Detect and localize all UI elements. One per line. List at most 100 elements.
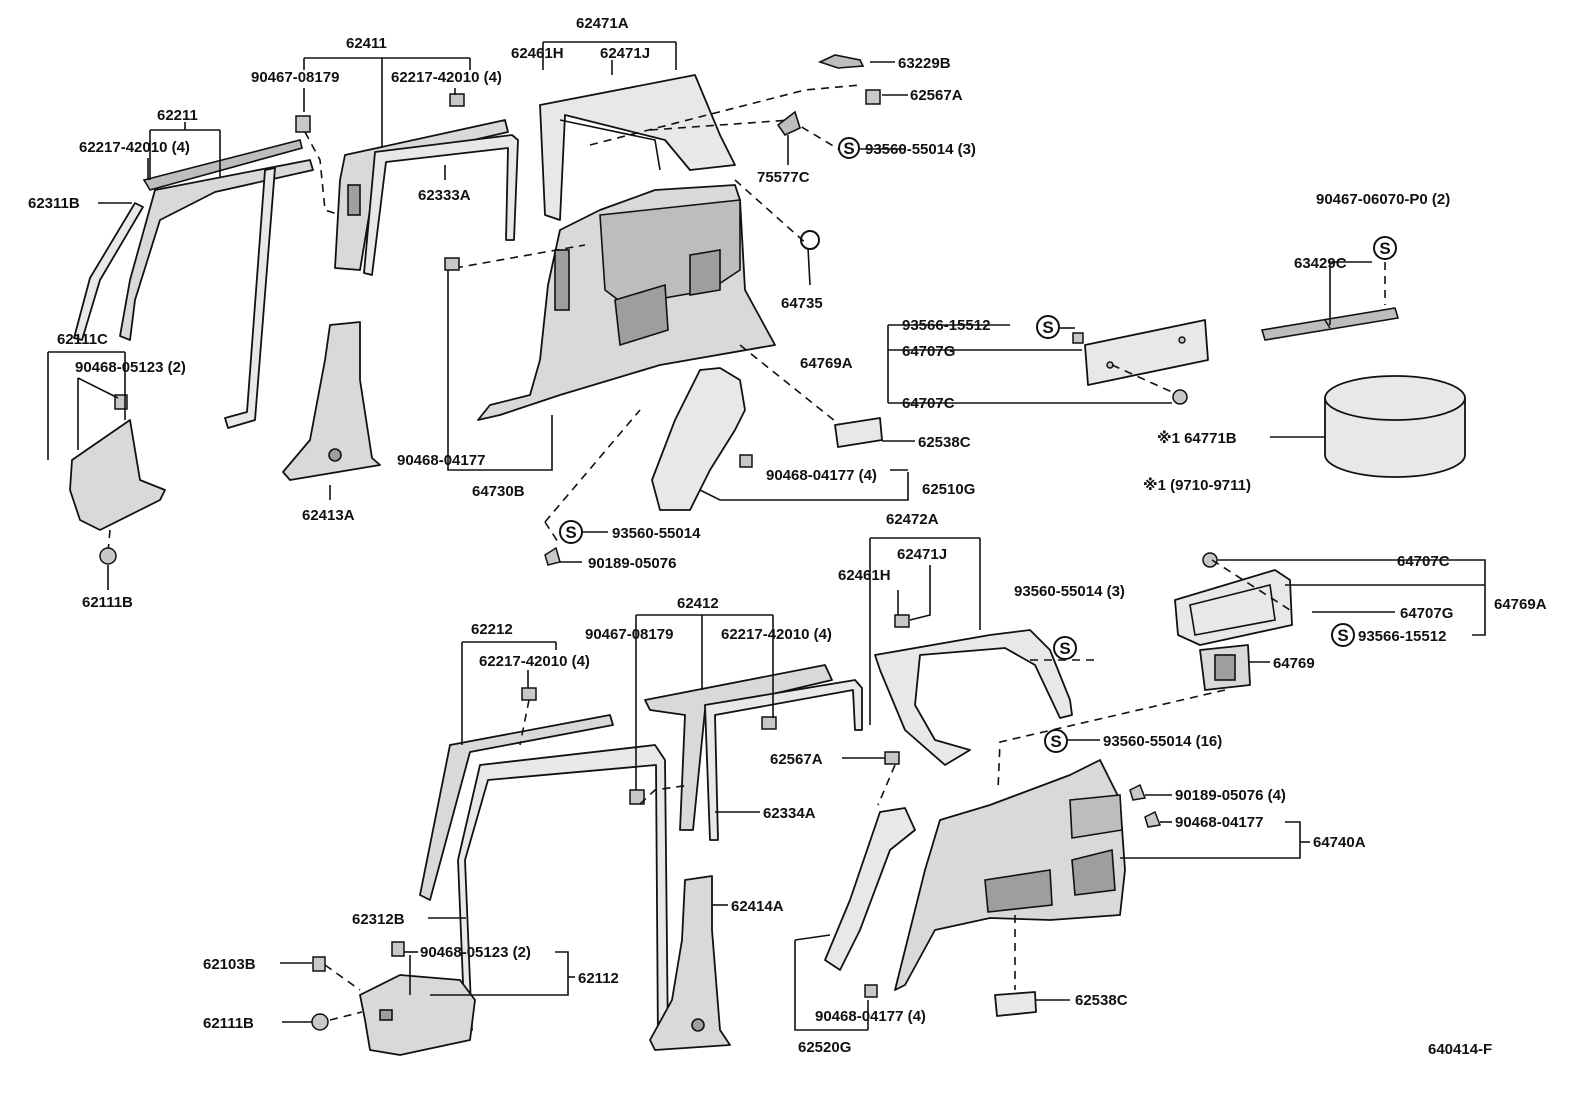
label-62472a: 62472A bbox=[886, 511, 939, 528]
clip-62217-lower-b-icon bbox=[761, 716, 777, 730]
label-90467-08179-b: 90467-08179 bbox=[585, 626, 673, 643]
plug-64735-icon bbox=[800, 230, 820, 250]
label-62411: 62411 bbox=[346, 35, 387, 52]
label-62217-42010-4-c: 62217-42010 (4) bbox=[721, 626, 832, 643]
label-64769a-b: 64769A bbox=[1494, 596, 1547, 613]
label-640414-f: 640414-F bbox=[1428, 1041, 1492, 1058]
leader-62217-lower bbox=[519, 699, 530, 746]
label-62111c: 62111C bbox=[57, 331, 108, 348]
label-62471a: 62471A bbox=[576, 15, 629, 32]
label-62312b: 62312B bbox=[352, 911, 405, 928]
label-62567a-a: 62567A bbox=[910, 87, 963, 104]
part-door-strip bbox=[224, 167, 276, 429]
clip-62111b-icon bbox=[99, 547, 117, 565]
clip-62111b-lower-icon bbox=[311, 1013, 329, 1031]
clip-90468-04177-4b-icon bbox=[864, 984, 878, 998]
leader-62103b bbox=[324, 964, 361, 991]
part-62413a bbox=[282, 321, 381, 481]
svg-text:S: S bbox=[843, 139, 854, 158]
label-93560-55014-16: 93560-55014 (16) bbox=[1103, 733, 1222, 750]
leader-63229b bbox=[589, 84, 861, 146]
label-62461h: 62461H bbox=[511, 45, 564, 62]
label-90468-05123-2-b: 90468-05123 (2) bbox=[420, 944, 531, 961]
label-62217-42010-4-d: 62217-42010 (4) bbox=[479, 653, 590, 670]
leader-64707c-dash bbox=[1111, 364, 1173, 393]
label-90468-04177-a: 90468-04177 bbox=[397, 452, 485, 469]
label-63429c: 63429C bbox=[1294, 255, 1347, 272]
label-90189-05076-4: 90189-05076 (4) bbox=[1175, 787, 1286, 804]
label-62211: 62211 bbox=[157, 107, 198, 124]
svg-text:S: S bbox=[1379, 239, 1390, 258]
label-62461h-b: 62461H bbox=[838, 567, 891, 584]
leader-upper-clip bbox=[304, 131, 341, 216]
svg-text:S: S bbox=[565, 523, 576, 542]
part-62471a-upper-panel bbox=[539, 74, 736, 221]
clip-90467-08179-lower-icon bbox=[629, 789, 645, 805]
stamp-s-icon: S bbox=[1044, 729, 1068, 753]
clip-90468-04177-lower-icon bbox=[1144, 810, 1162, 828]
label-62212: 62212 bbox=[471, 621, 513, 638]
leader-93560-lower bbox=[544, 409, 641, 523]
label-90468-04177-4-b: 90468-04177 (4) bbox=[815, 1008, 926, 1025]
leader-64735 bbox=[807, 247, 811, 286]
leader-lower-frame bbox=[1211, 559, 1291, 611]
stamp-s-icon: S bbox=[1053, 636, 1077, 660]
stamp-s-icon: S bbox=[1036, 315, 1060, 339]
label-90467-06070: 90467-06070-P0 (2) bbox=[1316, 191, 1450, 208]
label-62414a: 62414A bbox=[731, 898, 784, 915]
clip-90468-05123-lower-icon bbox=[391, 941, 405, 957]
label-62311b: 62311B bbox=[28, 195, 80, 212]
part-64730b-quarter-trim bbox=[477, 184, 776, 421]
leader-62567a-lower bbox=[877, 764, 896, 806]
clip-90468-04177-icon bbox=[444, 257, 460, 271]
clip-90189-05076-icon bbox=[544, 546, 561, 566]
part-62471a-lower-panel bbox=[874, 629, 1073, 766]
clip-icon bbox=[114, 394, 128, 410]
part-62412 bbox=[644, 664, 833, 831]
svg-text:S: S bbox=[1059, 639, 1070, 658]
clip-62567a-icon bbox=[865, 89, 881, 105]
label-93560-55014: 93560-55014 bbox=[612, 525, 701, 542]
label-64707c-b: 64707C bbox=[1397, 553, 1450, 570]
svg-text:S: S bbox=[1042, 318, 1053, 337]
part-62538c-lower bbox=[994, 991, 1037, 1017]
label-62217-42010-4-a: 62217-42010 (4) bbox=[391, 69, 502, 86]
label-62412: 62412 bbox=[677, 595, 719, 612]
stamp-s-icon: S bbox=[1373, 236, 1397, 260]
label-93566-15512-a: 93566-15512 bbox=[902, 317, 990, 334]
clip-90468-04177-4-icon bbox=[739, 454, 753, 468]
stamp-s-icon: S bbox=[1331, 623, 1355, 647]
part-62333a bbox=[363, 134, 519, 276]
label-64707g-a: 64707G bbox=[902, 343, 955, 360]
label-64735: 64735 bbox=[781, 295, 823, 312]
label-93566-15512-b: 93566-15512 bbox=[1358, 628, 1446, 645]
label-93560-55014-3-b: 93560-55014 (3) bbox=[1014, 583, 1125, 600]
clip-64707c-lower-icon bbox=[1202, 552, 1218, 568]
part-62111c-lower bbox=[69, 394, 166, 531]
label-64707c-a: 64707C bbox=[902, 395, 955, 412]
part-62510g bbox=[651, 367, 746, 511]
svg-text:S: S bbox=[1050, 732, 1061, 751]
stamp-s-icon: S bbox=[838, 137, 860, 159]
label-64730b: 64730B bbox=[472, 483, 525, 500]
label-62111b-b: 62111B bbox=[203, 1015, 254, 1032]
label-62471j: 62471J bbox=[600, 45, 650, 62]
part-labels: 62471A 62461H 62471J 62411 90467-08179 6… bbox=[28, 15, 1547, 1058]
label-64771b: ※1 64771B bbox=[1157, 429, 1237, 447]
label-9710-9711: ※1 (9710-9711) bbox=[1143, 476, 1251, 494]
clip-62567a-lower-icon bbox=[884, 751, 900, 765]
label-62103b: 62103B bbox=[203, 956, 256, 973]
label-90468-05123-2-a: 90468-05123 (2) bbox=[75, 359, 186, 376]
clip-62461h-icon bbox=[894, 614, 910, 628]
clip-62217-icon bbox=[449, 93, 465, 107]
part-64771b-drum bbox=[1324, 375, 1466, 478]
label-90189-05076: 90189-05076 bbox=[588, 555, 676, 572]
part-63229b bbox=[817, 54, 865, 69]
svg-text:S: S bbox=[1337, 626, 1348, 645]
label-62520g: 62520G bbox=[798, 1039, 851, 1056]
label-63229b: 63229B bbox=[898, 55, 951, 72]
part-62111c bbox=[119, 159, 314, 341]
label-64707g-b: 64707G bbox=[1400, 605, 1453, 622]
label-90468-04177-b: 90468-04177 bbox=[1175, 814, 1263, 831]
